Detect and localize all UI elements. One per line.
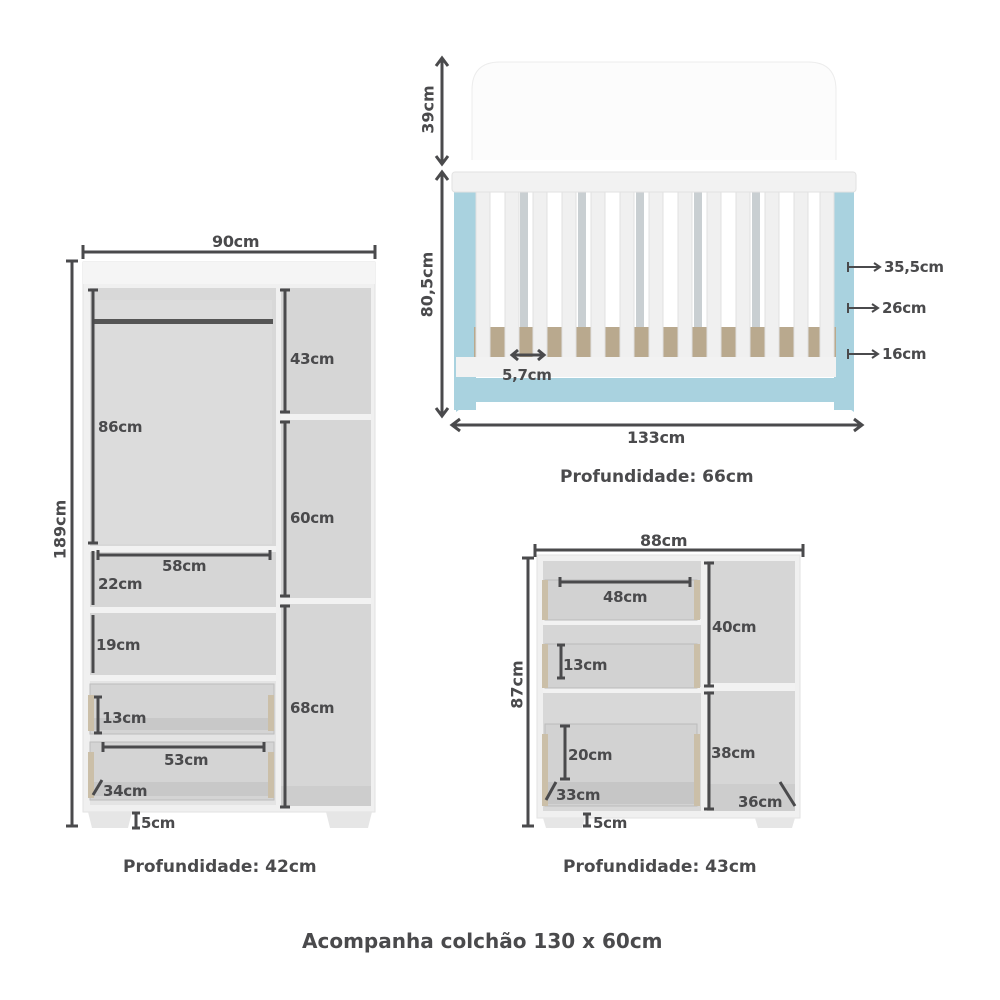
wardrobe-shelf2-height-label: 19cm [96,636,141,654]
wardrobe-drawer-height-label: 13cm [102,709,147,727]
dresser-drawer-height-label: 13cm [563,656,608,674]
dresser-bottom-niche-label: 38cm [711,744,756,762]
wardrobe-foot-height-label: 5cm [141,814,176,832]
wardrobe-middle-niche-label: 60cm [290,509,335,527]
dresser-drawer-width-label: 48cm [603,588,648,606]
wardrobe-hanging-height-label: 86cm [98,418,143,436]
dresser-height-label: 87cm [507,660,527,709]
wardrobe-drawer-width-label: 53cm [164,751,209,769]
wardrobe-shelf-width-label: 58cm [162,557,207,575]
wardrobe-top-niche-label: 43cm [290,350,335,368]
crib-level-1-label: 35,5cm [884,258,944,276]
dresser-width-label: 88cm [640,531,688,550]
crib-depth-caption: Profundidade: 66cm [560,467,754,487]
wardrobe-drawer-depth-label: 34cm [103,782,148,800]
crib-width-label: 133cm [627,428,686,447]
wardrobe-width-label: 90cm [212,232,260,251]
dresser-large-drawer-depth-label: 33cm [556,786,601,804]
dresser-large-drawer-height-label: 20cm [568,746,613,764]
dresser-niche-depth-label: 36cm [738,793,783,811]
crib-level-3-label: 16cm [882,345,927,363]
mattress-note: Acompanha colchão 130 x 60cm [302,929,663,953]
dresser-depth-caption: Profundidade: 43cm [563,857,757,877]
dresser-top-niche-label: 40cm [712,618,757,636]
crib-slat-gap-label: 5,7cm [502,366,552,384]
dresser-foot-height-label: 5cm [593,814,628,832]
wardrobe-shelf1-height-label: 22cm [98,575,143,593]
wardrobe-bottom-niche-label: 68cm [290,699,335,717]
crib-level-2-label: 26cm [882,299,927,317]
wardrobe-depth-caption: Profundidade: 42cm [123,857,317,877]
